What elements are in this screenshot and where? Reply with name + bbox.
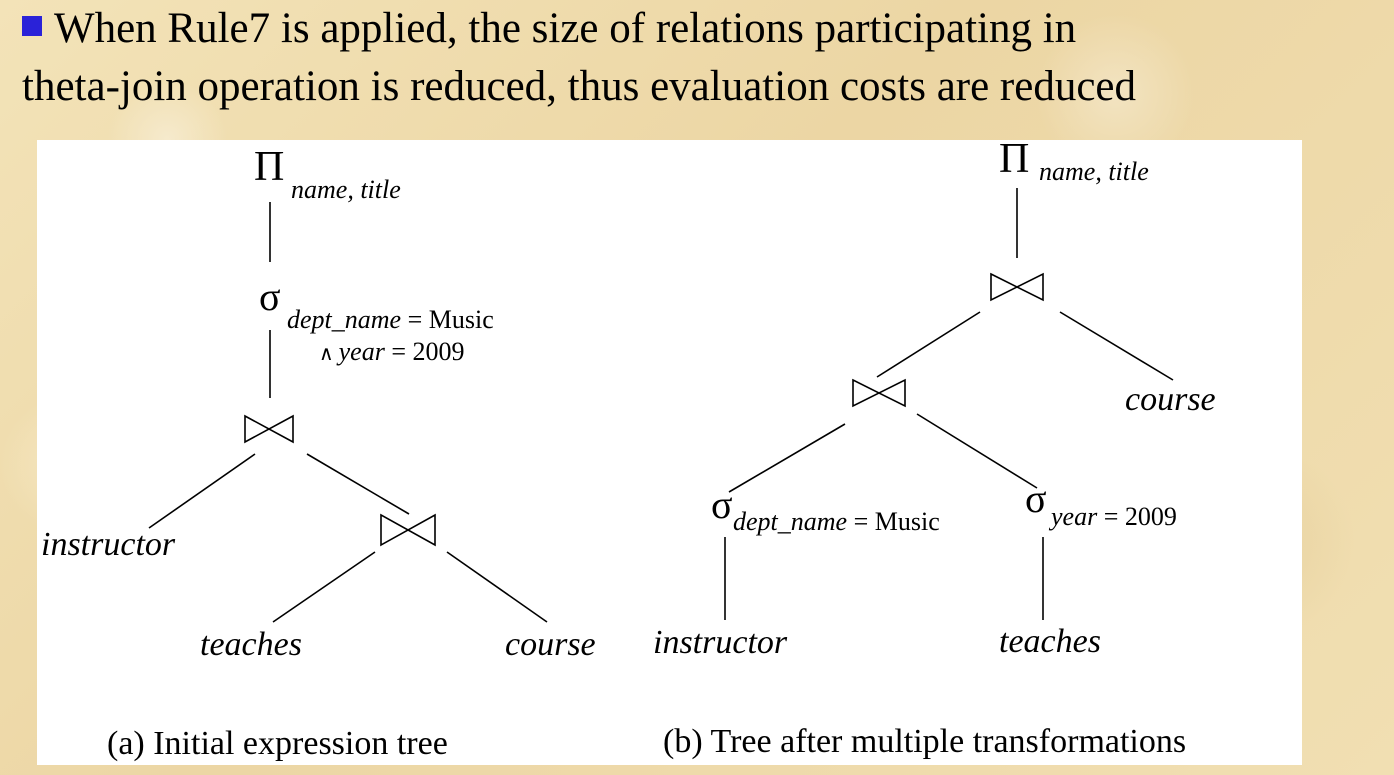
tree-b-leaf-course: course [1125,381,1216,418]
edge-a-join-instructor [148,453,256,529]
tree-b-projection-symbol: Π [999,140,1029,182]
tree-b-left-sel-attr: dept_name [733,507,847,536]
bullet-line-2: theta-join operation is reduced, thus ev… [22,63,1137,110]
edge-a-join2-course [446,551,548,623]
tree-b-right-sel-attr: year [1048,502,1098,531]
tree-b-edges [724,188,1174,620]
edge-b-join2-sel-left [728,423,846,493]
expression-trees-figure: Π name, title σ dept_name = Music ∧ year… [37,140,1302,765]
edge-b-join2-sel-right [916,413,1038,489]
edge-b-join-join2 [876,311,981,378]
tree-b-right-sel-eq: = 2009 [1097,502,1177,531]
tree-a-edges [148,202,548,623]
tree-b-right-selection-symbol: σ [1025,476,1047,521]
tree-b-left-selection-cond: dept_name = Music [733,507,940,536]
tree-a-sel-eq1: = Music [401,305,494,334]
bullet-text: When Rule7 is applied, the size of relat… [22,0,1362,116]
tree-a-join-symbols [244,414,436,547]
edge-a-join-join2 [306,453,410,515]
tree-a-selection-symbol: σ [259,274,281,319]
join-icon [852,378,906,408]
join-icon [380,513,436,547]
tree-a-projection-attrs: name, title [291,175,401,204]
tree-b-join-symbols [852,272,1044,408]
tree-a-sel-attr2: year [336,337,386,366]
tree-b-caption: (b) Tree after multiple transformations [663,723,1186,760]
tree-a-leaf-instructor: instructor [41,526,176,563]
edge-a-join2-teaches [272,551,376,623]
tree-b-leaf-teaches: teaches [999,623,1101,660]
expression-trees-svg: Π name, title σ dept_name = Music ∧ year… [41,140,1216,762]
bullet-line-1: When Rule7 is applied, the size of relat… [54,5,1077,52]
bullet-square-icon [22,16,42,36]
tree-a-sel-attr1: dept_name [287,305,401,334]
tree-a-leaf-course: course [505,626,596,663]
join-icon [244,414,294,444]
tree-a-leaf-teaches: teaches [200,626,302,663]
edge-b-join-course [1059,311,1174,381]
tree-a-projection-symbol: Π [254,144,284,190]
tree-b-left-selection-symbol: σ [711,482,733,527]
tree-a-caption: (a) Initial expression tree [107,725,448,762]
tree-a-sel-eq2: = 2009 [385,337,465,366]
join-icon [990,272,1044,302]
tree-a-selection-cond-1: dept_name = Music [287,305,494,334]
tree-a-selection-cond-2: ∧ year = 2009 [319,337,465,366]
tree-a-and-symbol: ∧ [319,343,339,365]
tree-b-left-sel-eq: = Music [847,507,940,536]
tree-b-right-selection-cond: year = 2009 [1048,502,1177,531]
tree-b-projection-attrs: name, title [1039,157,1149,186]
tree-b-leaf-instructor: instructor [653,624,788,661]
